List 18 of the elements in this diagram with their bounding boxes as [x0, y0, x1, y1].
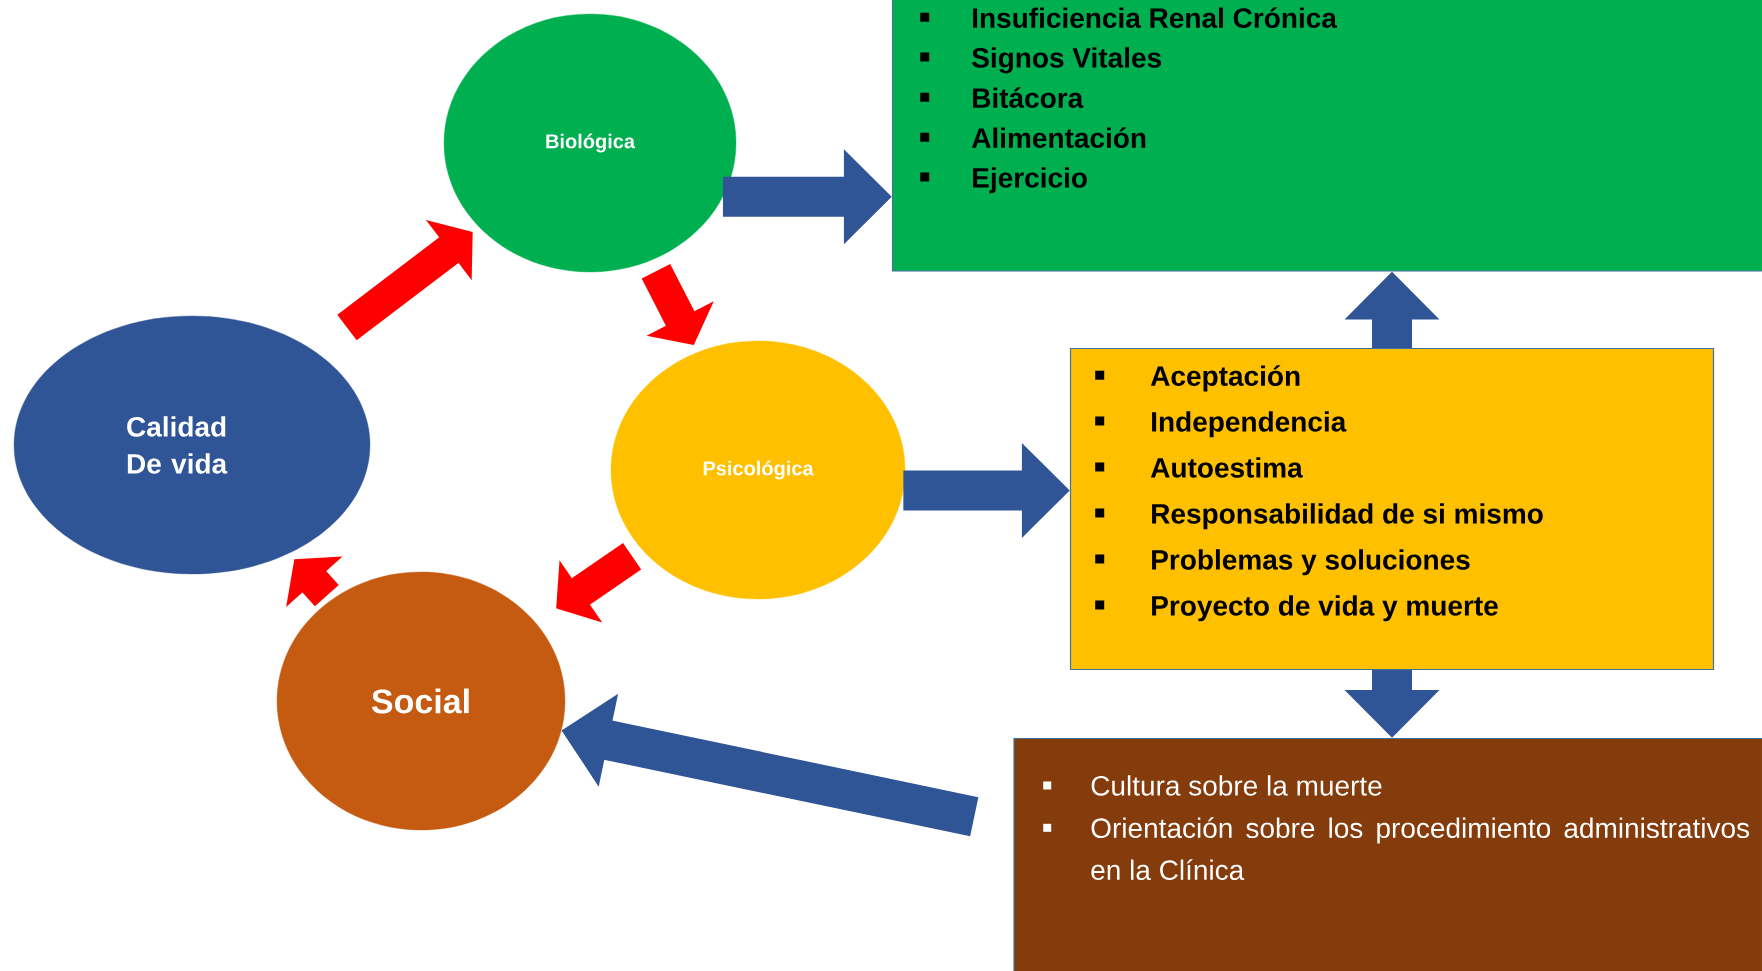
- list-item: Cultura sobre la muerte: [1043, 775, 1382, 796]
- block-arrow: [337, 220, 473, 341]
- text-box: [1013, 737, 1762, 971]
- list-item: Insuficiencia Renal Crónica: [920, 7, 1338, 28]
- list-item: Signos Vitales: [920, 47, 1161, 74]
- text-box: [891, 0, 1762, 272]
- list-item: Orientación sobre los procedimiento administrativos en la Clínica: [1043, 817, 1750, 881]
- list-item: Proyecto de vida y muerte: [1095, 595, 1498, 622]
- text-box: [1069, 347, 1715, 671]
- list-item: Responsabilidad de si mismo: [1095, 503, 1543, 530]
- list-item: Problemas y soluciones: [1095, 549, 1470, 576]
- list-item: Bitácora: [920, 87, 1084, 108]
- list-item: Aceptación: [1095, 365, 1300, 392]
- list-item: Ejercicio: [920, 167, 1087, 194]
- list-item: Independencia: [1095, 411, 1347, 438]
- list-item: Alimentación: [920, 127, 1146, 148]
- block-arrow: [556, 543, 642, 623]
- list-item: Autoestima: [1095, 457, 1303, 478]
